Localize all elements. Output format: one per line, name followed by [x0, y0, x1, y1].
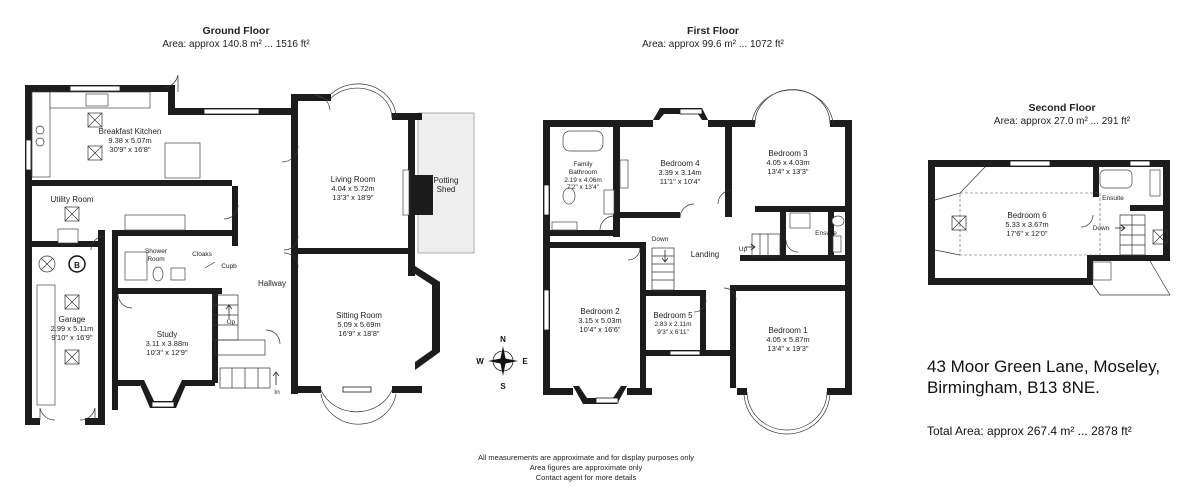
- bedroom5-dim-ft: 9'3" x 6'11": [657, 329, 689, 336]
- bedroom6-dim-ft: 17'6" x 12'0": [1006, 229, 1047, 238]
- bedroom2-label: Bedroom 2: [580, 307, 620, 316]
- hallway-label: Hallway: [258, 279, 286, 288]
- address-line-1: 43 Moor Green Lane, Moseley,: [927, 357, 1160, 376]
- family-bathroom-label-1: Family: [573, 161, 593, 168]
- sitting-room-dim-ft: 16'9" x 18'8": [338, 329, 379, 338]
- living-room-label: Living Room: [331, 175, 376, 184]
- study-label: Study: [157, 330, 177, 339]
- sitting-room-label: Sitting Room: [336, 311, 382, 320]
- utility-room-label: Utility Room: [50, 195, 93, 204]
- shower-room-label-2: Room: [147, 256, 164, 263]
- bedroom6-label: Bedroom 6: [1007, 211, 1047, 220]
- bedroom4-label: Bedroom 4: [660, 159, 700, 168]
- ground-in-label: In: [274, 389, 280, 396]
- note-contact: Contact agent for more details: [536, 473, 637, 482]
- compass-e: E: [522, 357, 528, 366]
- first-ensuite-label: Ensuite: [815, 230, 837, 237]
- bedroom1-label: Bedroom 1: [768, 326, 808, 335]
- ground-floor-area: Area: approx 140.8 m² ... 1516 ft²: [162, 39, 310, 50]
- bedroom3-dim-ft: 13'4" x 13'3": [767, 167, 808, 176]
- garage-dim-ft: 9'10" x 16'9": [51, 333, 92, 342]
- second-floor-title: Second Floor: [1028, 102, 1095, 114]
- potting-shed-label-1: Potting: [434, 176, 459, 185]
- first-floor-area: Area: approx 99.6 m² ... 1072 ft²: [642, 39, 784, 50]
- garage-dim-m: 2.99 x 5.11m: [51, 324, 94, 333]
- first-up-label: Up: [739, 246, 748, 253]
- sitting-room-dim-m: 5.09 x 5.69m: [337, 320, 380, 329]
- landing-label: Landing: [691, 250, 719, 259]
- bedroom4-dim-m: 3.39 x 3.14m: [658, 168, 701, 177]
- total-area: Total Area: approx 267.4 m² ... 2878 ft²: [927, 424, 1132, 438]
- study-dim-ft: 10'3" x 12'9": [146, 348, 187, 357]
- note-measurements: All measurements are approximate and for…: [478, 453, 694, 462]
- shower-room-label-1: Shower: [145, 248, 168, 255]
- boiler-label: B: [74, 261, 80, 270]
- first-floor-title: First Floor: [687, 25, 739, 37]
- bedroom3-dim-m: 4.05 x 4.03m: [766, 158, 809, 167]
- second-down-label: Down: [1093, 225, 1110, 232]
- ground-floor-title: Ground Floor: [202, 25, 269, 37]
- family-bathroom-dim-m: 2.19 x 4.06m: [564, 177, 602, 184]
- ground-up-label: Up: [227, 319, 236, 326]
- compass-s: S: [500, 382, 506, 391]
- bedroom5-label: Bedroom 5: [653, 311, 693, 320]
- compass-w: W: [476, 357, 484, 366]
- bedroom5-dim-m: 2.83 x 2.11m: [654, 321, 691, 328]
- bedroom2-dim-ft: 10'4" x 16'6": [579, 325, 620, 334]
- bedroom1-dim-ft: 13'4" x 19'3": [767, 344, 808, 353]
- second-floor-area: Area: approx 27.0 m² ... 291 ft²: [994, 116, 1131, 127]
- boiler-icon: [68, 255, 86, 273]
- second-ensuite-label: Ensuite: [1102, 195, 1124, 202]
- bedroom6-dim-m: 5.33 x 3.67m: [1005, 220, 1048, 229]
- study-dim-m: 3.11 x 3.88m: [146, 339, 189, 348]
- breakfast-kitchen-label: Breakfast Kitchen: [99, 127, 162, 136]
- second-floor-plan: Ensuite Bedroom 6 5.33 x 3.67m 17'6" x 1…: [928, 160, 1171, 296]
- garage-label: Garage: [59, 315, 86, 324]
- cloaks-label: Cloaks: [192, 251, 213, 258]
- breakfast-kitchen-dim-ft: 30'9" x 16'8": [109, 145, 150, 154]
- note-area: Area figures are approximate only: [530, 463, 643, 472]
- living-room-dim-ft: 13'3" x 18'9": [332, 193, 373, 202]
- compass-n: N: [500, 335, 506, 344]
- bedroom1-dim-m: 4.05 x 5.87m: [766, 335, 809, 344]
- living-room-dim-m: 4.04 x 5.72m: [331, 184, 374, 193]
- breakfast-kitchen-dim-m: 9.38 x 5.07m: [108, 136, 151, 145]
- first-down-label: Down: [652, 236, 669, 243]
- bedroom2-dim-m: 3.15 x 5.03m: [578, 316, 621, 325]
- compass-icon: N S E W: [476, 335, 528, 391]
- bedroom3-label: Bedroom 3: [768, 149, 808, 158]
- family-bathroom-label-2: Bathroom: [569, 169, 597, 176]
- garage-light-icon: [38, 255, 56, 273]
- potting-shed-label-2: Shed: [437, 185, 456, 194]
- cupb-label: Cupb: [221, 263, 237, 270]
- family-bathroom-dim-ft: 7'2" x 13'4": [567, 184, 600, 191]
- address-line-2: Birmingham, B13 8NE.: [927, 378, 1100, 397]
- first-floor-plan: Family Bathroom 2.19 x 4.06m 7'2" x 13'4…: [543, 89, 852, 435]
- ground-floor-plan: B B: [25, 74, 475, 425]
- bedroom4-dim-ft: 11'1" x 10'4": [660, 177, 701, 186]
